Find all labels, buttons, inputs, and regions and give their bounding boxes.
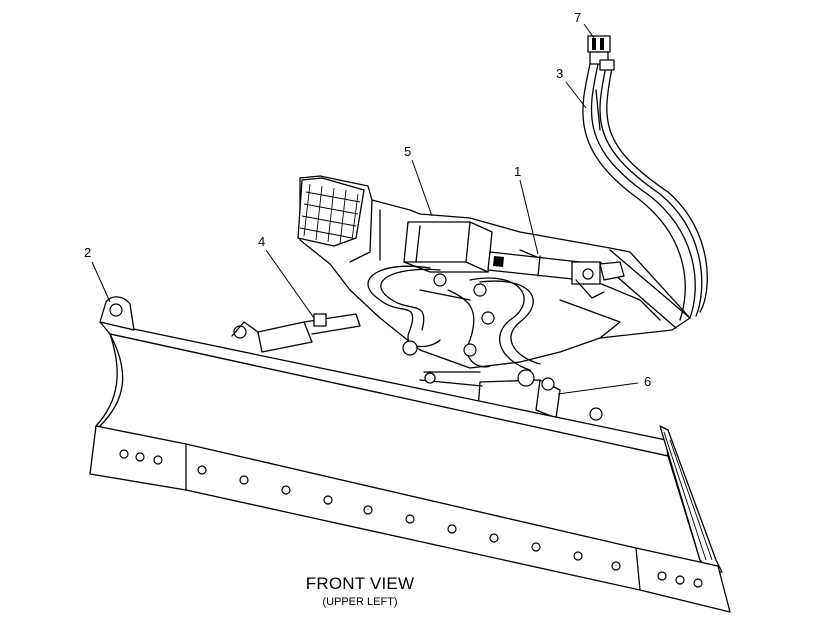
hose-bundle xyxy=(582,63,708,321)
callout-label-5: 5 xyxy=(404,144,411,159)
callout-2: 2 xyxy=(84,245,111,303)
callout-4: 4 xyxy=(258,234,315,319)
callout-label-7: 7 xyxy=(574,10,581,25)
cylinder-1 xyxy=(487,251,625,299)
quick-coupler xyxy=(587,35,615,71)
callout-1: 1 xyxy=(514,164,539,255)
callout-label-3: 3 xyxy=(556,66,563,81)
callout-label-4: 4 xyxy=(258,234,265,249)
control-valve xyxy=(403,221,493,273)
callout-7: 7 xyxy=(574,10,595,39)
callout-label-1: 1 xyxy=(514,164,521,179)
cutting-edge xyxy=(89,425,731,613)
cylinder-4 xyxy=(231,313,361,353)
callout-label-2: 2 xyxy=(84,245,91,260)
callout-6: 6 xyxy=(557,374,651,395)
center-hoses xyxy=(367,265,541,371)
callout-label-6: 6 xyxy=(644,374,651,389)
view-title: FRONT VIEW xyxy=(305,574,415,593)
mount-frame xyxy=(297,175,691,369)
blade xyxy=(95,296,723,573)
view-subtitle: (UPPER LEFT) xyxy=(322,596,398,608)
callout-3: 3 xyxy=(556,66,587,109)
callout-5: 5 xyxy=(404,144,433,217)
